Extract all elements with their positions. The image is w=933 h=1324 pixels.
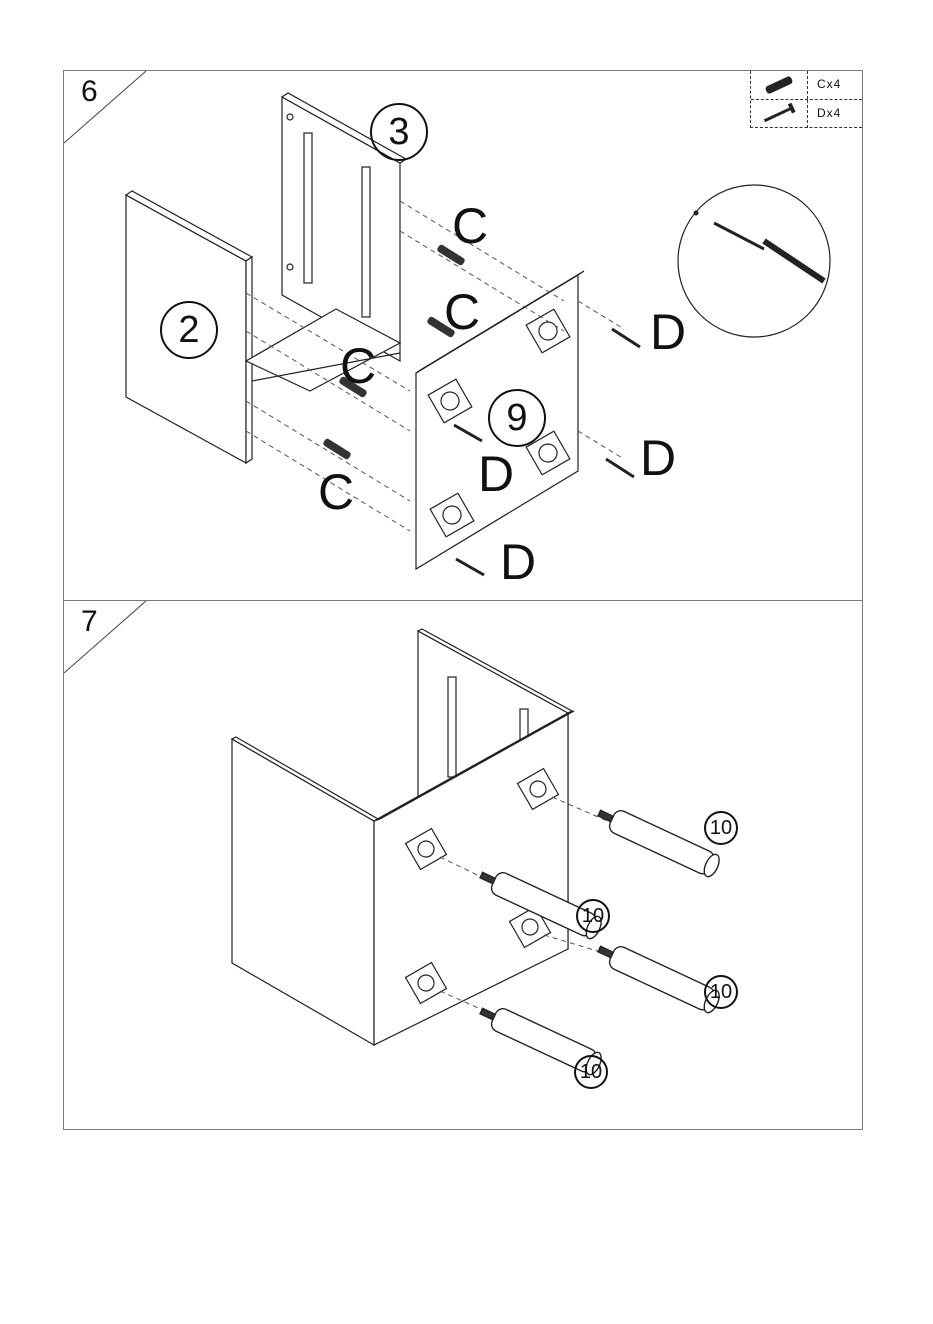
part-3-label: 3 [370, 103, 428, 161]
leg-assembly-diagram [64, 601, 864, 1131]
step-6-panel: 6 Cx4 Dx4 [63, 70, 863, 601]
dowel-label-c: C [318, 467, 354, 517]
part-10-label: 10 [704, 975, 738, 1009]
screw-label-d: D [500, 537, 536, 587]
screw-detail-magnifier [678, 185, 830, 337]
part-10-label: 10 [574, 1055, 608, 1089]
part-10-label: 10 [576, 899, 610, 933]
part-2-label: 2 [160, 301, 218, 359]
screw-label-d: D [640, 433, 676, 483]
screw-label-d: D [478, 449, 514, 499]
part-10-label: 10 [704, 811, 738, 845]
part-9-label: 9 [488, 389, 546, 447]
dowel-label-c: C [452, 201, 488, 251]
screw-label-d: D [650, 307, 686, 357]
dowel-label-c: C [444, 287, 480, 337]
cabinet-side-panel [232, 739, 374, 1045]
step-7-panel: 7 [63, 600, 863, 1130]
dowel-label-c: C [340, 341, 376, 391]
